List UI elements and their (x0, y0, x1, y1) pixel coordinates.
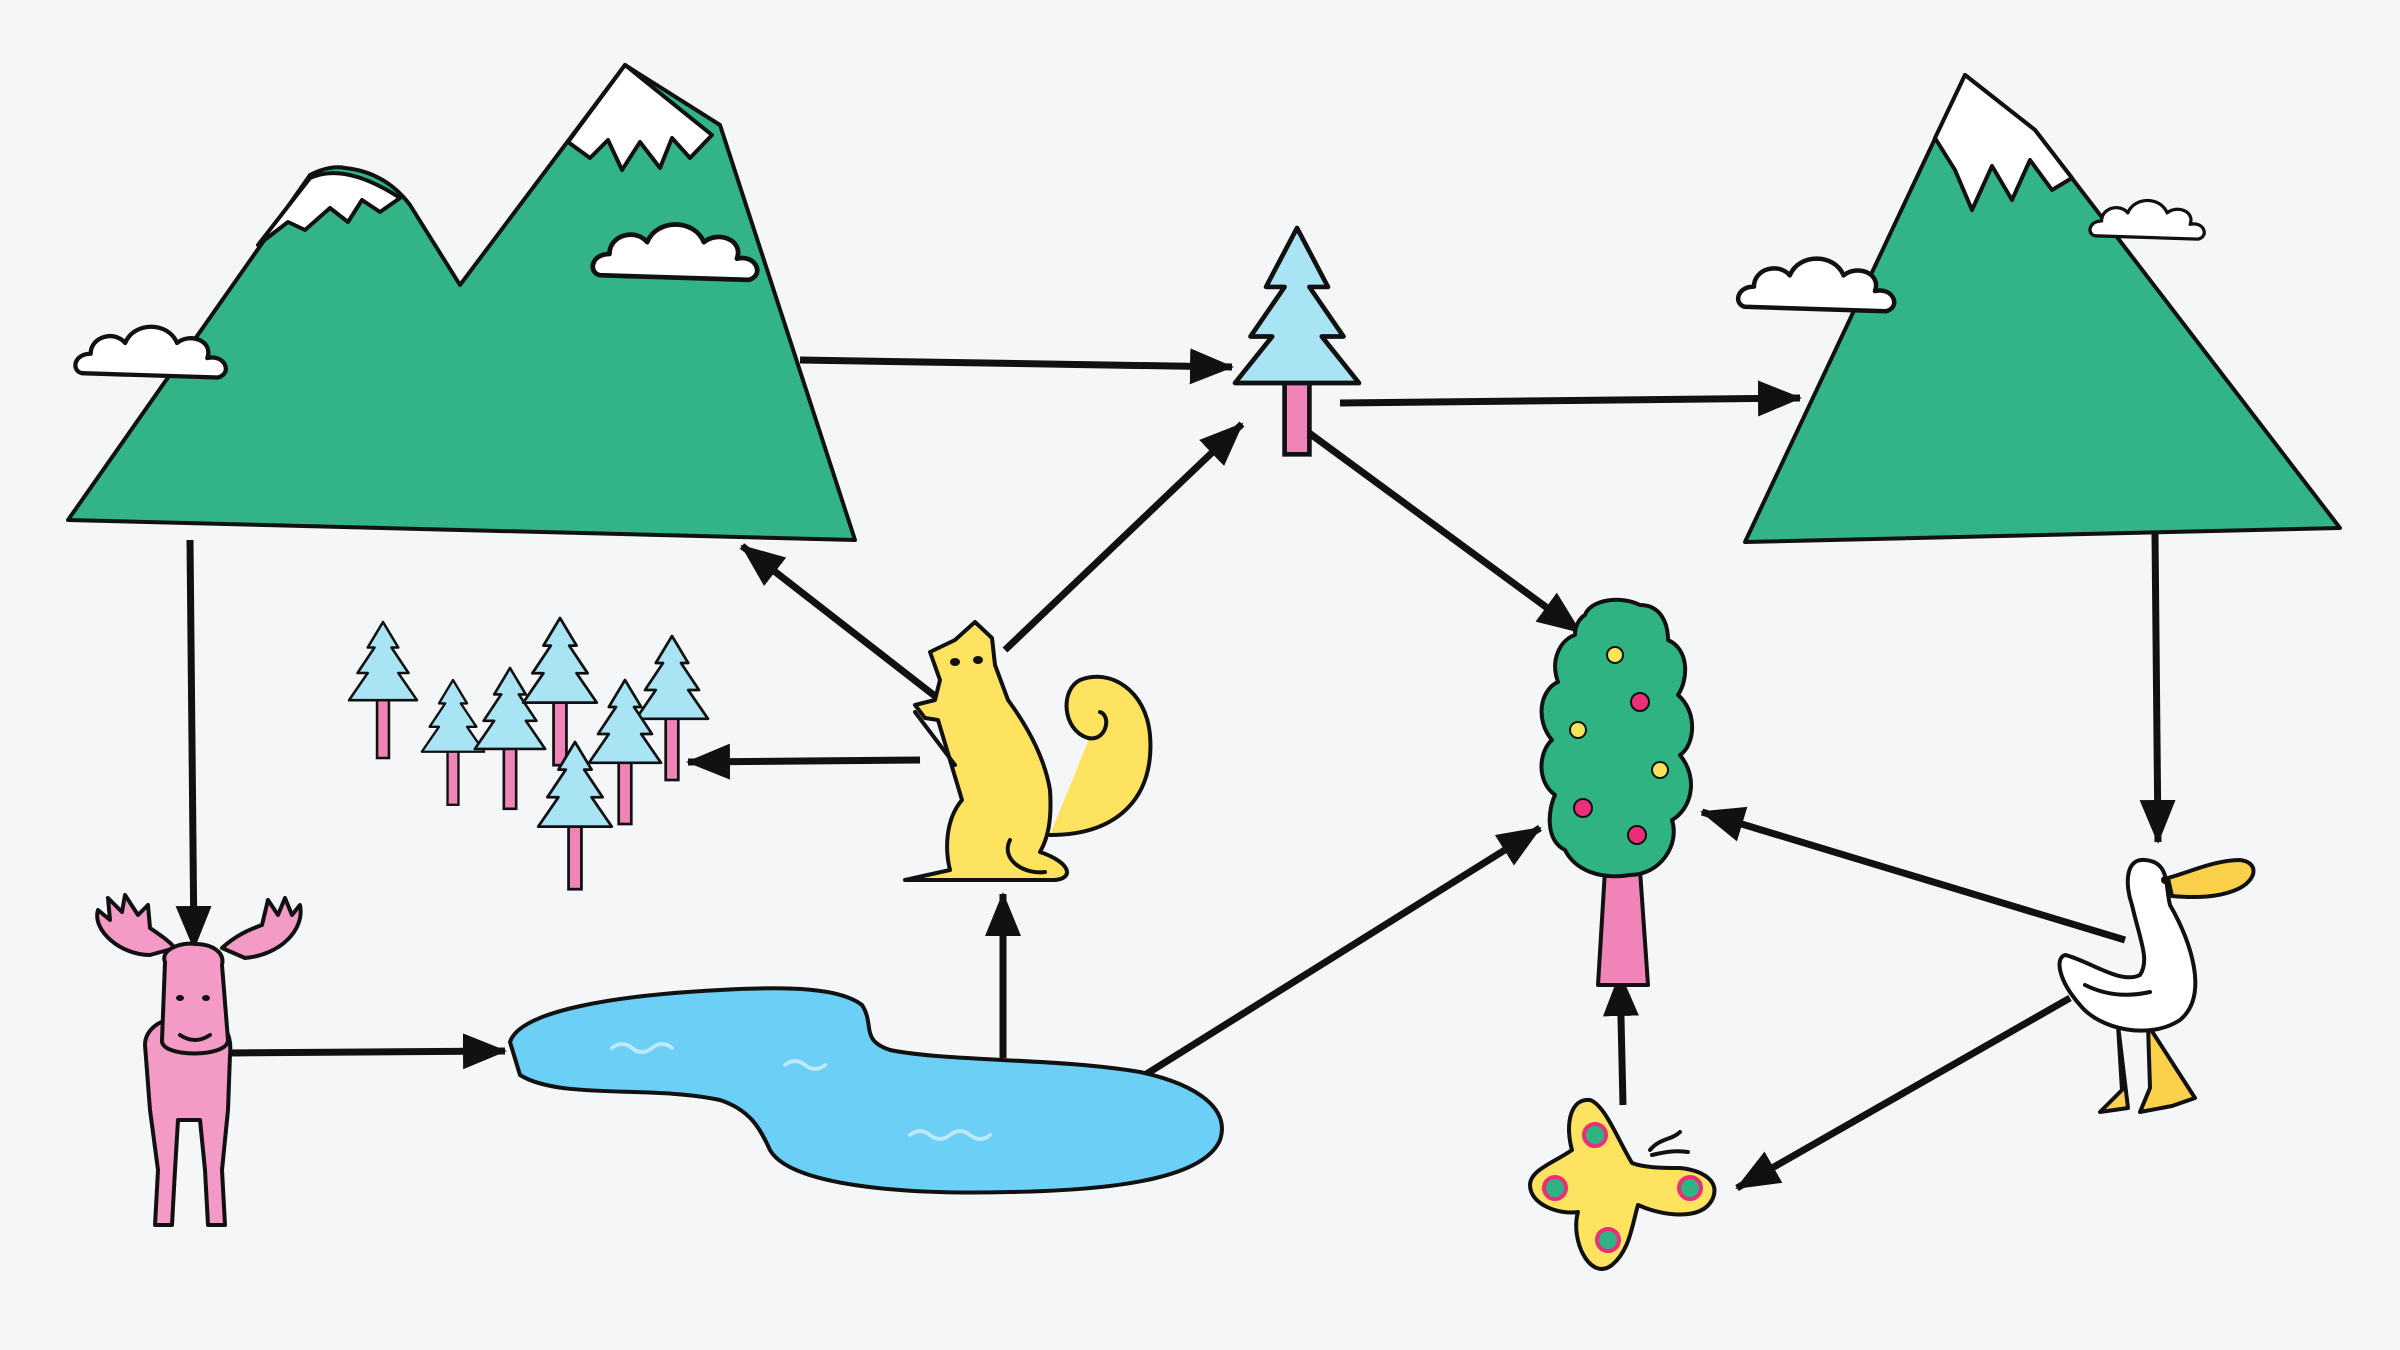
arrow-pine-to-right-mountain (1339, 380, 1802, 417)
mountain-icon (1738, 73, 2342, 544)
twin-mountain-icon (66, 63, 857, 542)
arrow-duck-to-butterfly (1735, 994, 2072, 1192)
lake-icon (508, 986, 1224, 1195)
fruit-tree-icon (1539, 597, 1695, 987)
arrow-squirrel-to-forest (686, 743, 921, 780)
pine-tree-icon (1232, 225, 1362, 457)
duck-icon (2057, 857, 2256, 1114)
arrow-duck-to-fruit-tree (1700, 806, 2127, 944)
arrow-lake-to-fruit-tree (1138, 825, 1542, 1081)
arrow-squirrel-to-pine (1002, 421, 1245, 653)
arrow-right-mountain-to-duck (2139, 533, 2176, 844)
arrow-mountains-to-pine (799, 348, 1234, 385)
edges (175, 348, 2176, 1192)
arrow-squirrel-to-mountains (739, 543, 943, 703)
arrow-moose-to-lake (227, 1033, 507, 1070)
squirrel-icon (903, 620, 1153, 882)
arrow-mountains-to-moose (175, 539, 212, 950)
arrow-butterfly-to-fruit-tree (1602, 972, 1639, 1106)
forest-icon (347, 616, 710, 891)
moose-icon (95, 893, 303, 1227)
butterfly-icon (1528, 1097, 1717, 1271)
arrow-pine-to-fruit-tree (1302, 427, 1583, 635)
